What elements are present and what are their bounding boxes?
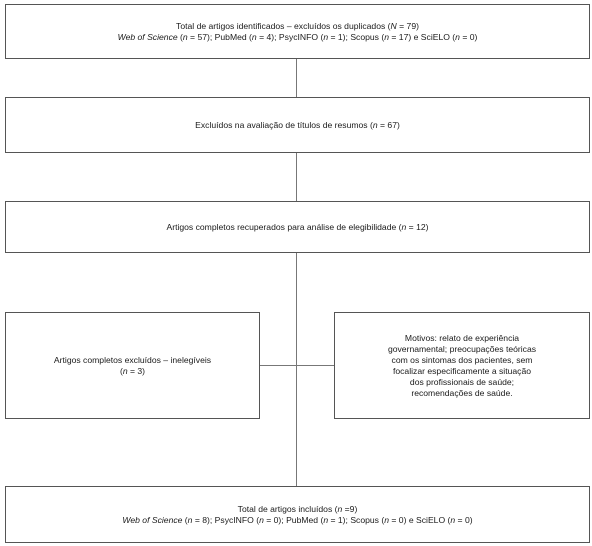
text-segment: = 8); PsycINFO ( — [192, 514, 260, 525]
reason-line: Motivos: relato de experiência — [404, 332, 520, 343]
exclusion-reasons-box: Motivos: relato de experiência govername… — [334, 312, 590, 419]
full-articles-retrieved-text: Artigos completos recuperados para análi… — [166, 221, 429, 232]
text-segment: = 4); PsycINFO ( — [256, 31, 324, 42]
text-segment: Web of Science — [117, 31, 178, 42]
text-segment: n — [187, 514, 193, 525]
text-segment: Web of Science — [122, 514, 183, 525]
excluded-titles-box: Excluídos na avaliação de títulos de res… — [5, 97, 590, 153]
text-segment: = 17) e SciELO ( — [389, 31, 456, 42]
text-segment: ( — [177, 31, 183, 42]
text-segment: = 0) e SciELO ( — [389, 514, 451, 525]
reason-line: governamental; preocupações teóricas — [387, 343, 537, 354]
identified-articles-box: Total de artigos identificados – excluíd… — [5, 4, 590, 59]
text-segment: n — [384, 514, 390, 525]
connector-line — [296, 153, 297, 201]
connector-line — [296, 59, 297, 97]
ineligible-count-text: (n = 3) — [119, 365, 146, 376]
text-segment: = 0); PubMed ( — [263, 514, 324, 525]
reason-line: focalizar especificamente a situação — [392, 365, 532, 376]
text-segment: n — [259, 514, 264, 525]
text-segment: n — [455, 31, 460, 42]
included-total-text: Total de artigos incluídos (n =9) — [237, 503, 358, 514]
connector-line — [296, 253, 297, 486]
text-segment: = 1); Scopus ( — [328, 31, 385, 42]
excluded-titles-text: Excluídos na avaliação de títulos de res… — [195, 119, 400, 130]
text-segment: n — [323, 31, 329, 42]
text-segment: n — [384, 31, 390, 42]
reason-line: dos profissionais de saúde; — [409, 376, 515, 387]
ineligible-title-text: Artigos completos excluídos – inelegívei… — [53, 354, 212, 365]
text-segment: ( — [182, 514, 188, 525]
text-segment: n — [251, 31, 257, 42]
reason-line: recomendações de saúde. — [411, 387, 513, 398]
identified-sources-text: Web of Science (n = 57); PubMed (n = 4);… — [118, 32, 478, 43]
reason-line: com os sintomas dos pacientes, sem — [391, 354, 533, 365]
identified-total-text: Total de artigos identificados – excluíd… — [176, 20, 419, 31]
connector-line — [260, 365, 334, 366]
text-segment: = 0) — [455, 514, 473, 525]
text-segment: = 0) — [459, 31, 478, 42]
text-segment: n — [182, 31, 188, 42]
text-segment: = 57); PubMed ( — [187, 31, 252, 42]
full-articles-retrieved-box: Artigos completos recuperados para análi… — [5, 201, 590, 253]
included-sources-text: Web of Science (n = 8); PsycINFO (n = 0)… — [122, 515, 472, 526]
text-segment: n — [450, 514, 456, 525]
included-articles-box: Total de artigos incluídos (n =9) Web of… — [5, 486, 590, 543]
ineligible-articles-box: Artigos completos excluídos – inelegívei… — [5, 312, 260, 419]
text-segment: n — [323, 514, 329, 525]
text-segment: = 1); Scopus ( — [328, 514, 385, 525]
